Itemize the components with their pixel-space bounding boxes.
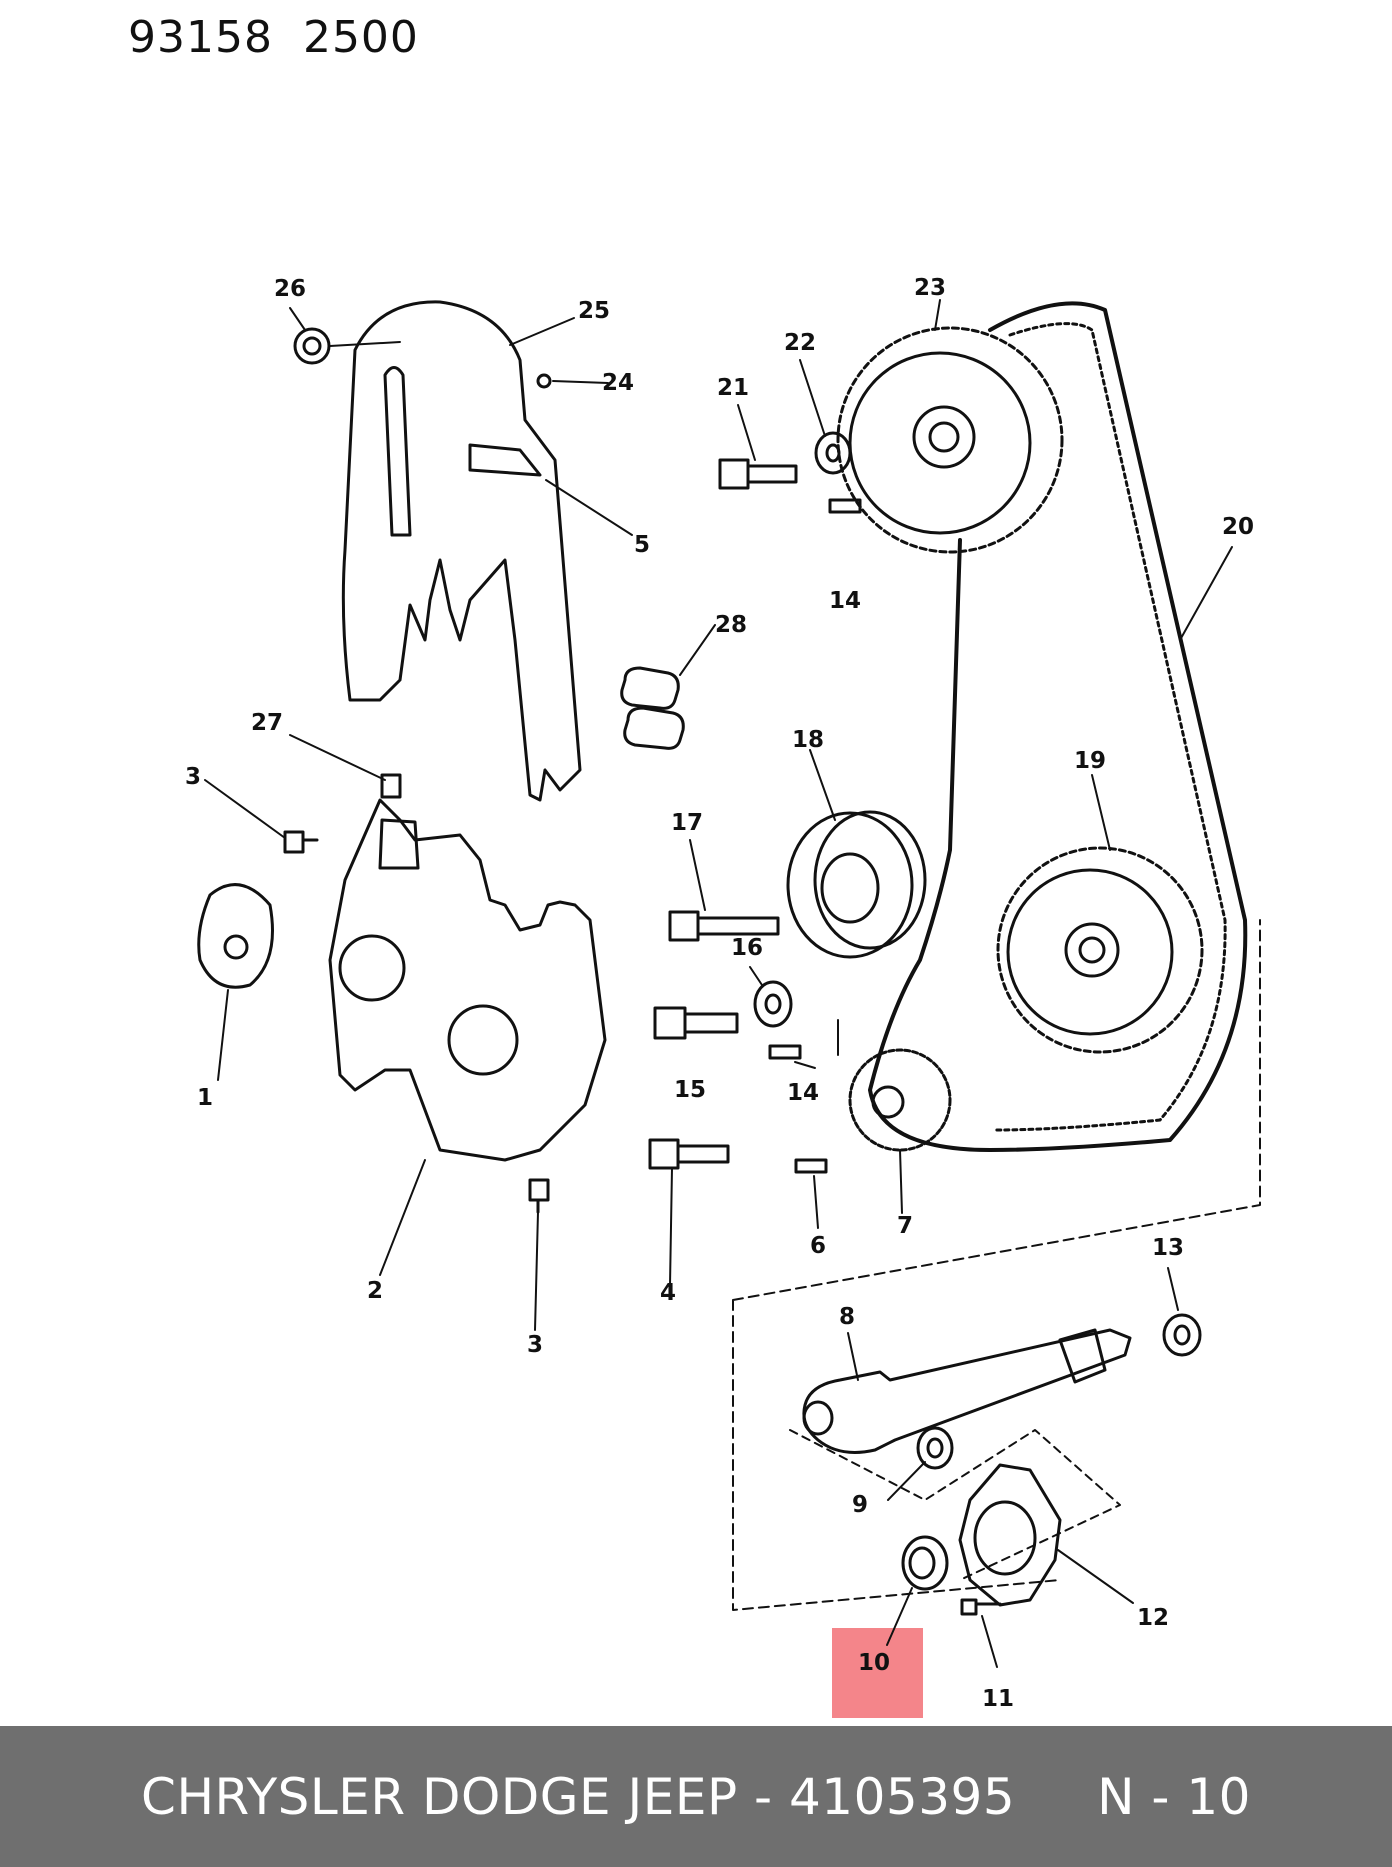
callout-17: 17 <box>671 810 703 836</box>
part-19-sprocket <box>996 846 1204 1054</box>
callout-28: 28 <box>715 612 747 638</box>
part-7-crank-sprocket <box>848 1048 952 1152</box>
part-14-key-lower <box>768 1044 802 1060</box>
part-20-timing-belt-inner <box>993 322 1227 1132</box>
callout-15: 15 <box>674 1077 706 1103</box>
part-8-camshaft <box>802 1328 1132 1454</box>
part-18-idler-pulley <box>786 811 914 959</box>
callout-16: 16 <box>731 935 763 961</box>
exploded-view-boundary <box>732 919 1261 1611</box>
part-12-housing <box>958 1463 1062 1607</box>
callout-3-lower: 3 <box>527 1332 543 1358</box>
upper-timing-cover <box>341 300 582 802</box>
part-22-washer <box>814 431 852 475</box>
part-3-bolt-lower <box>528 1178 550 1214</box>
callout-20: 20 <box>1222 514 1254 540</box>
callout-3-upper: 3 <box>185 764 201 790</box>
callout-26: 26 <box>274 276 306 302</box>
part-24-nut <box>536 373 552 389</box>
highlight-box-10 <box>832 1628 923 1718</box>
part-18-pulley-rim <box>813 810 927 950</box>
part-number-caption: CHRYSLER DODGE JEEP - 4105395 N - 10 <box>141 1767 1251 1826</box>
timing-belt-exploded-diagram: 1 2 3 3 4 5 6 7 8 9 10 11 12 13 14 14 15… <box>185 275 1261 1718</box>
callout-4: 4 <box>660 1280 676 1306</box>
callout-1: 1 <box>197 1085 213 1111</box>
part-13-seal <box>1162 1313 1202 1357</box>
part-15-bolt <box>653 1006 739 1040</box>
part-23-sprocket-hub <box>912 405 976 469</box>
callout-11: 11 <box>982 1686 1014 1712</box>
part-8-camshaft-nose <box>802 1400 834 1436</box>
part-26-grommet-inner <box>302 336 322 356</box>
callout-8: 8 <box>839 1304 855 1330</box>
footer-bar: CHRYSLER DODGE JEEP - 4105395 N - 10 <box>0 1726 1392 1867</box>
part-19-sprocket-hub <box>1064 922 1120 978</box>
part-19-sprocket-body <box>1006 868 1174 1036</box>
callout-10: 10 <box>858 1650 890 1676</box>
callout-2: 2 <box>367 1278 383 1304</box>
part-23-sprocket-bore <box>928 421 960 453</box>
part-14-key-upper <box>828 498 862 514</box>
leader-lines <box>204 299 1233 1668</box>
part-1-hole <box>223 934 249 960</box>
part-10-seal <box>901 1535 949 1591</box>
callout-18: 18 <box>792 727 824 753</box>
camshaft-assembly-guide <box>789 1429 1121 1581</box>
part-21-bolt <box>718 458 798 490</box>
part-27-clip <box>380 773 402 799</box>
part-6-key <box>794 1158 828 1174</box>
part-9-washer <box>916 1426 954 1470</box>
part-28-roller-lower <box>623 706 685 750</box>
part-16-washer-hole <box>764 993 782 1015</box>
part-3-bolt-upper <box>283 830 319 854</box>
callout-25: 25 <box>578 298 610 324</box>
part-20-timing-belt <box>868 301 1248 1152</box>
lower-cover-seal-hole <box>338 934 406 1002</box>
callout-13: 13 <box>1152 1235 1184 1261</box>
part-10-seal-inner <box>908 1546 936 1580</box>
part-11-screw <box>960 1598 1002 1616</box>
callout-12: 12 <box>1137 1605 1169 1631</box>
callout-6: 6 <box>810 1233 826 1259</box>
part-18-pulley-hub <box>820 852 880 924</box>
callout-7: 7 <box>897 1213 913 1239</box>
part-27-bracket <box>378 818 420 870</box>
upper-cover-slot <box>383 366 412 537</box>
lower-cover-boss <box>447 1004 519 1076</box>
part-1-plate <box>197 883 274 989</box>
upper-cover-bracket <box>468 443 542 477</box>
callout-5: 5 <box>634 532 650 558</box>
part-23-cam-sprocket <box>836 326 1064 554</box>
callout-23: 23 <box>914 275 946 301</box>
part-26-grommet <box>293 327 331 365</box>
part-23-sprocket-body <box>848 351 1032 535</box>
callout-14-lower: 14 <box>787 1080 819 1106</box>
part-12-housing-bore <box>973 1500 1037 1576</box>
part-19-sprocket-bore <box>1078 936 1106 964</box>
document-code: 93158 2500 <box>128 12 419 63</box>
part-13-seal-hole <box>1173 1324 1191 1346</box>
callout-9: 9 <box>852 1492 868 1518</box>
part-9-washer-hole <box>926 1437 944 1459</box>
part-17-bolt <box>668 910 780 942</box>
lower-timing-cover <box>328 798 607 1162</box>
part-16-washer <box>753 980 793 1028</box>
part-28-roller-upper <box>620 666 680 710</box>
part-8-camshaft-gear <box>1058 1328 1107 1384</box>
callout-27: 27 <box>251 710 283 736</box>
part-4-bolt <box>648 1138 730 1170</box>
callout-22: 22 <box>784 330 816 356</box>
callout-24: 24 <box>602 370 634 396</box>
callout-19: 19 <box>1074 748 1106 774</box>
part-22-washer-hole <box>825 443 841 463</box>
callout-21: 21 <box>717 375 749 401</box>
callout-14-upper: 14 <box>829 588 861 614</box>
